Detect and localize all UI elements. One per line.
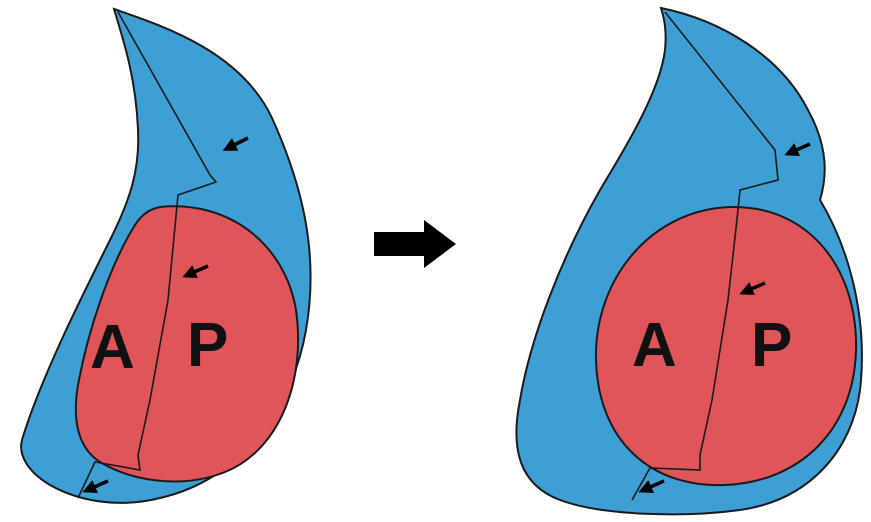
right-arrow-icon bbox=[374, 220, 456, 268]
left-label-anterior: A bbox=[90, 313, 135, 382]
right-label-posterior: P bbox=[751, 311, 792, 380]
right-panel: A P bbox=[516, 8, 862, 514]
transition-arrow bbox=[374, 220, 456, 268]
left-panel: A P bbox=[21, 9, 310, 503]
right-label-anterior: A bbox=[632, 311, 677, 380]
left-label-posterior: P bbox=[187, 311, 228, 380]
